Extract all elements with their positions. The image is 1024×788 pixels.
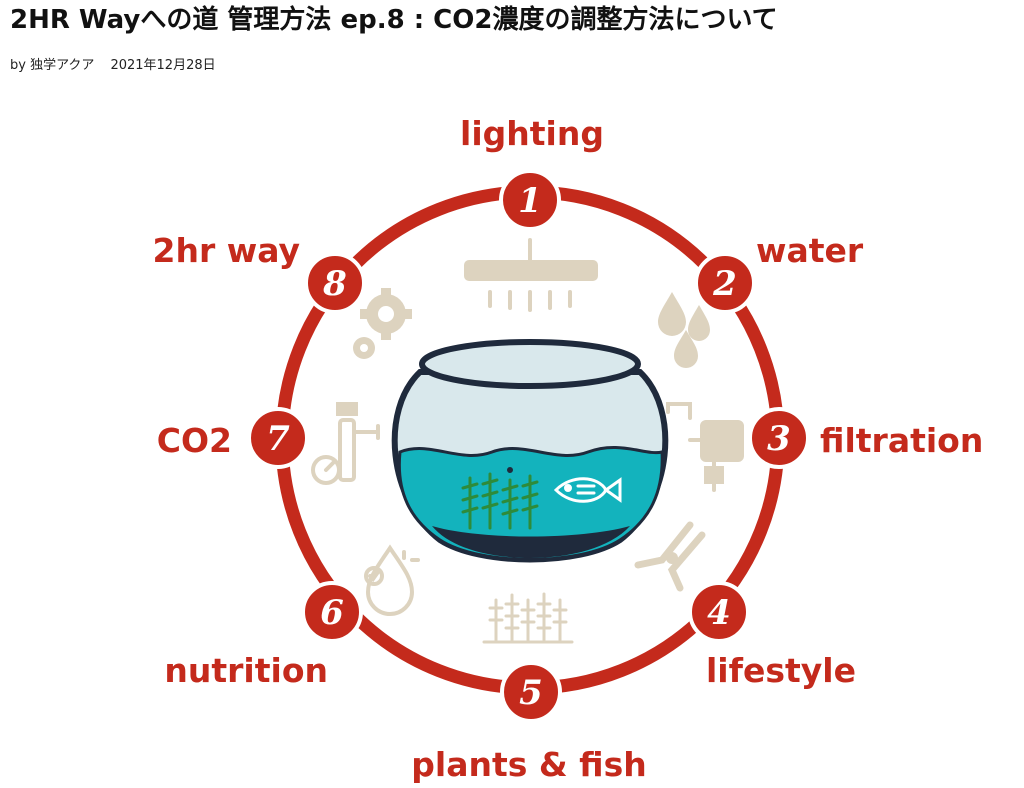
lamp-icon — [464, 238, 598, 312]
pruning-shears-icon — [634, 521, 706, 592]
filter-icon — [666, 402, 744, 492]
bowl-rim — [419, 339, 641, 389]
aquatic-plants-icon — [482, 592, 574, 644]
svg-text:6: 6 — [320, 593, 344, 633]
water-drops-icon — [658, 292, 710, 368]
svg-text:4: 4 — [707, 593, 731, 633]
article-meta: by 独学アクア 2021年12月28日 — [10, 54, 216, 73]
article-author[interactable]: by 独学アクア — [10, 58, 95, 73]
step-label-lifestyle: lifestyle — [706, 651, 856, 690]
step-badge-4: 4 — [688, 581, 750, 643]
co2-regulator-icon — [311, 402, 380, 485]
article-date: 2021年12月28日 — [110, 58, 216, 73]
plant-icon — [461, 472, 539, 530]
fishbowl-illustration — [391, 339, 669, 563]
svg-text:1: 1 — [518, 181, 542, 221]
step-label-lighting: lighting — [460, 114, 604, 153]
fertilizer-drop-icon — [364, 544, 420, 616]
gears-icon — [353, 288, 412, 359]
svg-text:2: 2 — [712, 264, 737, 304]
step-label-nutrition: nutrition — [164, 651, 328, 690]
fish-icon — [553, 477, 622, 503]
svg-text:8: 8 — [322, 264, 347, 304]
air-bubble-icon — [507, 467, 513, 473]
svg-text:7: 7 — [266, 419, 290, 459]
step-label-2hr-way: 2hr way — [153, 231, 300, 270]
article-title: 2HR Wayへの道 管理方法 ep.8 : CO2濃度の調整方法について — [10, 5, 778, 35]
step-label-water: water — [756, 231, 864, 270]
step-label-plants-fish: plants & fish — [411, 745, 646, 784]
step-badge-6: 6 — [301, 581, 363, 643]
step-badge-3: 3 — [748, 407, 810, 469]
step-label-filtration: filtration — [820, 421, 983, 460]
step-label-co2: CO2 — [157, 421, 232, 460]
step-badge-5: 5 — [500, 661, 562, 723]
step-badge-2: 2 — [694, 252, 756, 314]
step-badge-8: 8 — [304, 252, 366, 314]
step-badge-7: 7 — [247, 407, 309, 469]
svg-text:5: 5 — [519, 673, 543, 713]
step-badge-1: 1 — [499, 169, 561, 231]
svg-text:3: 3 — [767, 419, 791, 459]
